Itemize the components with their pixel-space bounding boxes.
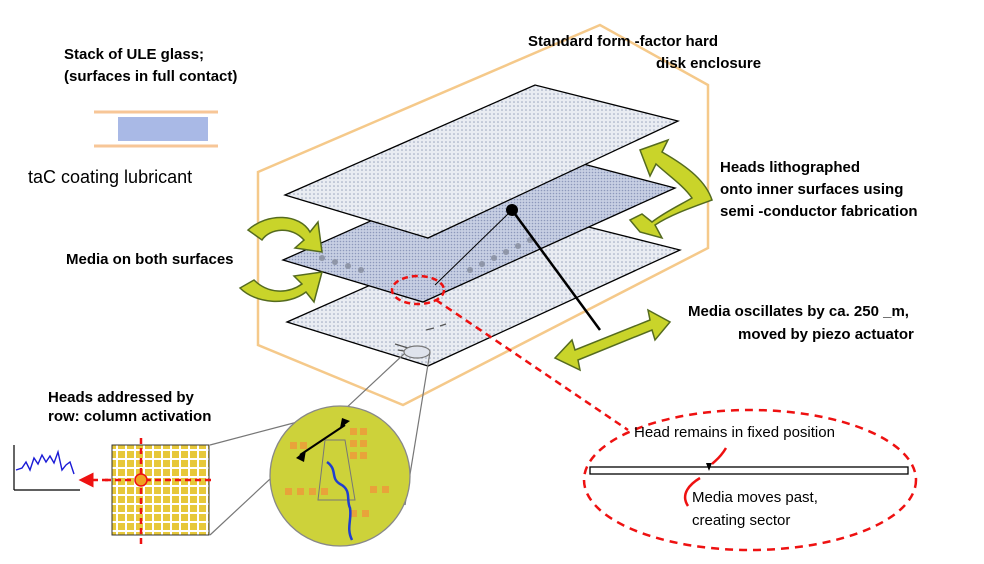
fixed-head-marker [706, 463, 712, 471]
zoom-source-ellipse [403, 345, 431, 359]
piezo-actuator-rod [510, 209, 602, 331]
head-detail-callout-ellipse [582, 408, 918, 552]
enclosure-label-line-1: Standard form -factor hard [528, 33, 718, 50]
media-bar [589, 466, 909, 475]
oscillates-line-1: Media oscillates by ca. 250 _m, [688, 303, 909, 320]
media-both-label: Media on both surfaces [66, 251, 234, 268]
stack-title-line-2: (surfaces in full contact) [64, 68, 237, 85]
oscillates-line-2: moved by piezo actuator [738, 326, 914, 343]
heads-litho-line-2: onto inner surfaces using [720, 181, 903, 198]
media-moves-line-2: creating sector [692, 512, 790, 529]
stack-title-line-1: Stack of ULE glass; [64, 46, 204, 63]
head-fixed-pointer [711, 447, 728, 465]
oscillation-double-arrow-icon [553, 308, 672, 372]
magnified-head-lens [269, 405, 411, 547]
zoom-line-3 [209, 419, 306, 446]
head-fixed-label: Head remains in fixed position [634, 424, 835, 441]
green-curved-arrow-icon [246, 216, 323, 253]
double-arrow-icon [628, 138, 713, 240]
enclosure-label-line-2: disk enclosure [656, 55, 761, 72]
heads-litho-line-3: semi -conductor fabrication [720, 203, 918, 220]
media-moves-pointer [683, 476, 701, 507]
addressed-line-2: row: column activation [48, 408, 211, 425]
heads-litho-line-1: Heads lithographed [720, 159, 860, 176]
callout-red-leader [435, 298, 629, 432]
head-grid-chip [105, 438, 215, 544]
head-pointer-line [434, 209, 513, 286]
media-moves-line-1: Media moves past, [692, 489, 818, 506]
top-glass-plate [283, 84, 680, 239]
sector-highlight-ellipse [390, 274, 446, 306]
signal-readout-plot [13, 445, 80, 491]
disk-enclosure-outline [256, 23, 710, 407]
addressed-line-1: Heads addressed by [48, 389, 195, 406]
glass-stack-icon [94, 110, 218, 148]
coating-label: taC coating lubricant [28, 167, 192, 187]
green-curved-arrow-icon-lower [238, 271, 324, 304]
